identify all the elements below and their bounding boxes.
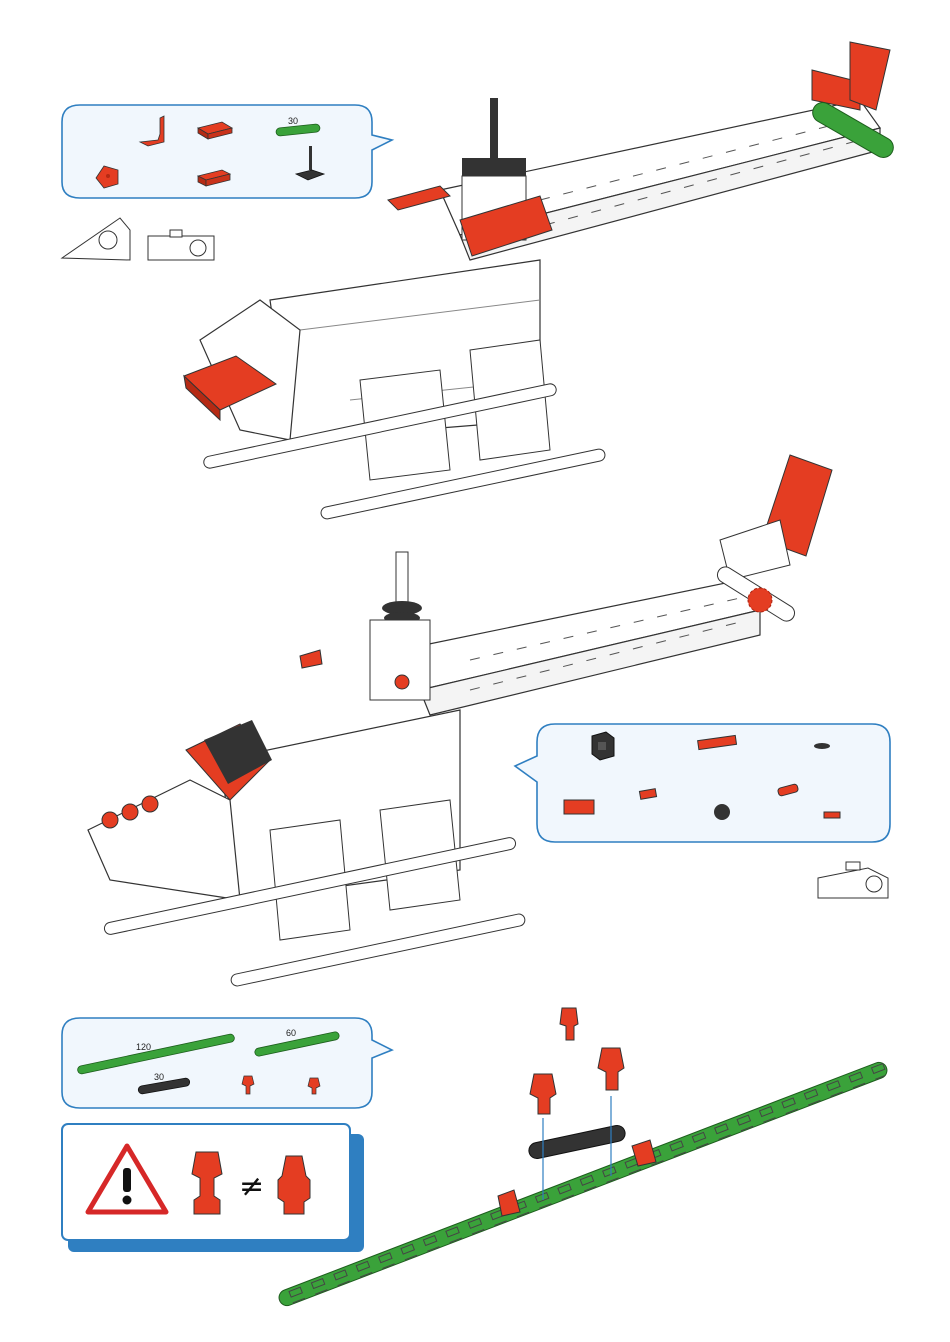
warning-box: ≠	[62, 1124, 364, 1252]
helicopter-step2-model	[88, 455, 832, 987]
step2-baseplate-icon	[818, 862, 888, 898]
red-peg-top	[560, 1008, 578, 1040]
step3-parts-bubble: 120 60 30	[62, 1018, 392, 1108]
strut-30-label: 30	[288, 116, 298, 126]
step1-parts-bubble: 30	[62, 105, 392, 198]
black-cube-part	[592, 732, 614, 760]
not-equal-icon: ≠	[239, 1169, 264, 1204]
black-wheel-part	[714, 804, 730, 820]
red-peg-left	[530, 1074, 556, 1114]
step1-baseplate-icons	[62, 218, 214, 260]
strut-60-label: 60	[286, 1028, 296, 1038]
red-block-part	[564, 800, 594, 814]
red-pin-part	[824, 812, 840, 818]
strut-30-black-label: 30	[154, 1072, 164, 1082]
step2-parts-bubble	[515, 724, 890, 842]
black-ring-part	[814, 743, 830, 749]
strut-120-label: 120	[136, 1042, 151, 1052]
red-peg-right	[598, 1048, 624, 1090]
